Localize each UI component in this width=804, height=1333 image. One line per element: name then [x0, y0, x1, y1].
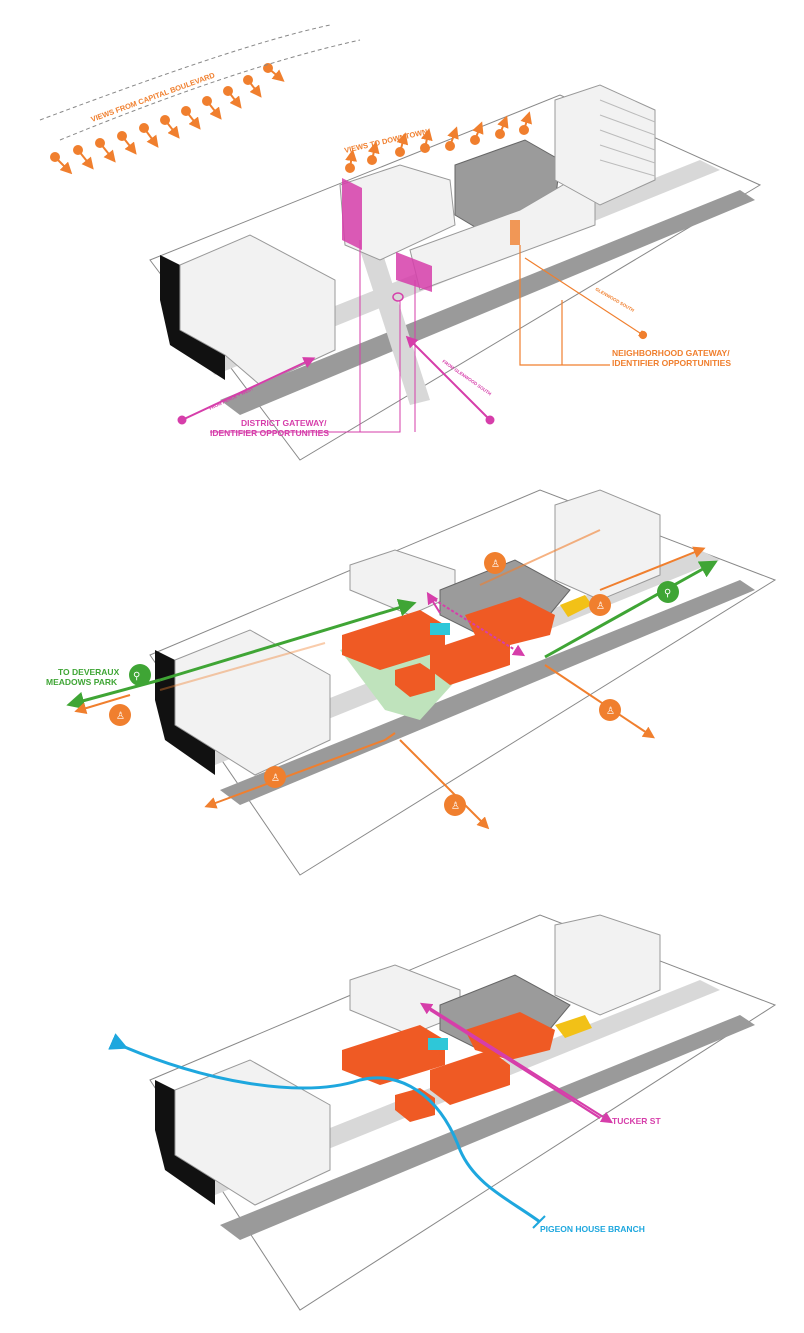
glenwood-south-label-2: FROM GLENWOOD SOUTH — [441, 359, 492, 397]
svg-text:♙: ♙ — [271, 773, 280, 784]
gateway-tower-1 — [342, 178, 362, 250]
panel-connectivity: ⚲ ♙ ♙ ♙ ♙ ♙ ♙ ⚲ TO DEVERAUX MEADOWS PARK — [0, 485, 804, 885]
views-capital-arrows — [51, 64, 280, 170]
deveraux-label-1: TO DEVERAUX — [58, 667, 120, 677]
pigeon-label: PIGEON HOUSE BRANCH — [540, 1224, 645, 1234]
district-gateway-label-2: IDENTIFIER OPPORTUNITIES — [210, 428, 329, 438]
glenwood-south-label-1: GLENWOOD SOUTH — [595, 287, 636, 313]
svg-text:♙: ♙ — [596, 601, 605, 612]
panel-waterway: TUCKER ST PIGEON HOUSE BRANCH — [0, 910, 804, 1330]
neighborhood-gateway-label-2: IDENTIFIER OPPORTUNITIES — [612, 358, 731, 368]
svg-text:⚲: ⚲ — [664, 588, 671, 599]
deveraux-label-2: MEADOWS PARK — [46, 677, 118, 687]
svg-text:♙: ♙ — [491, 559, 500, 570]
bike-glyph: ⚲ — [133, 671, 140, 682]
teal-block — [428, 1038, 448, 1050]
district-gateway-label-1: DISTRICT GATEWAY/ — [241, 418, 327, 428]
views-downtown-label: VIEWS TO DOWNTOWN — [343, 127, 428, 155]
svg-text:♙: ♙ — [451, 801, 460, 812]
dashed-path-2 — [60, 40, 360, 140]
panel-gateways-views: VIEWS FROM CAPITAL BOULEVARD VIEWS TO DO… — [0, 0, 804, 470]
dashed-path — [40, 25, 330, 120]
neighborhood-gateway-mark — [510, 220, 520, 245]
svg-text:♙: ♙ — [116, 711, 125, 722]
tucker-label: TUCKER ST — [612, 1116, 661, 1126]
neighborhood-gateway-label-1: NEIGHBORHOOD GATEWAY/ — [612, 348, 730, 358]
svg-text:♙: ♙ — [606, 706, 615, 717]
teal-block — [430, 623, 450, 635]
